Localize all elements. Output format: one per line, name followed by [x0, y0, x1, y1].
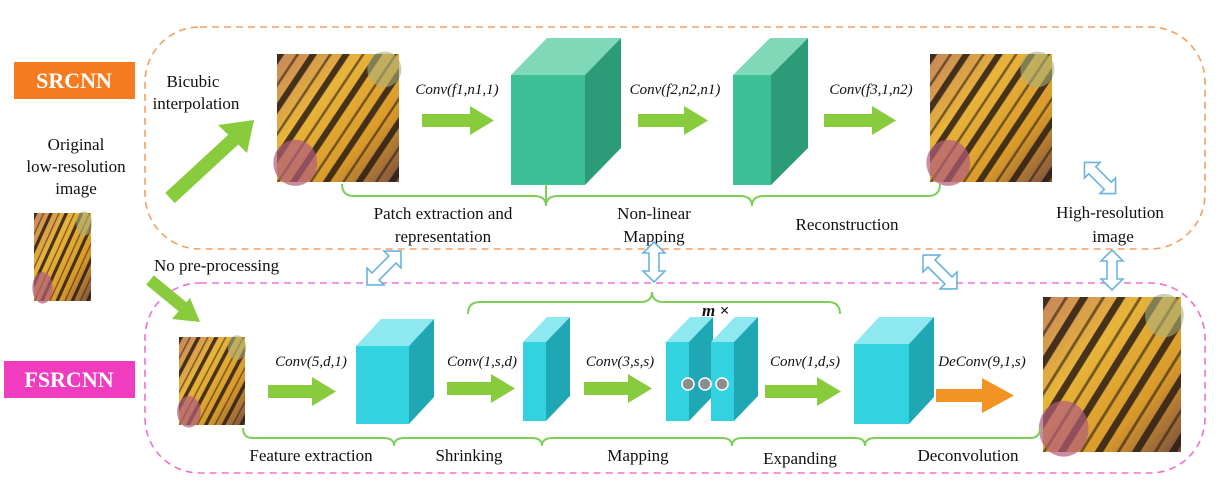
fsrcnn-tag-label: FSRCNN — [24, 367, 113, 392]
bicubic-label-2: interpolation — [153, 94, 240, 113]
fsrcnn-op-2: Conv(1,s,d) — [447, 354, 517, 370]
fsrcnn-block-expand — [854, 317, 934, 424]
mapping-ellipsis-dots — [681, 377, 729, 391]
high-resolution-label-2: image — [1092, 227, 1134, 246]
correspondence-arrow-patch — [366, 250, 402, 286]
high-resolution-label-1: High-resolution — [1056, 203, 1164, 222]
srcnn-arrow-3 — [824, 106, 896, 135]
srcnn-arrow-2 — [638, 106, 708, 135]
srcnn-output-image — [926, 51, 1055, 186]
fsrcnn-arrow-4 — [765, 377, 841, 406]
fsrcnn-container — [144, 282, 1206, 474]
fsrcnn-block-shrink — [523, 317, 570, 421]
fsrcnn-arrow-5 — [936, 378, 1014, 413]
patch-extraction-label-2: representation — [395, 227, 492, 246]
srcnn-block-2 — [733, 38, 808, 185]
patch-extraction-label-1: Patch extraction and — [374, 204, 513, 223]
fsrcnn-op-1: Conv(5,d,1) — [275, 354, 347, 370]
correspondence-arrow-recon — [922, 254, 958, 290]
fsrcnn-tag — [4, 361, 135, 398]
nonlinear-label-2: Mapping — [623, 227, 685, 246]
srcnn-container — [144, 26, 1206, 250]
fsrcnn-output-image — [1038, 293, 1184, 457]
bicubic-label-1: Bicubic — [167, 72, 220, 91]
srcnn-input-image — [273, 51, 402, 186]
fsrcnn-op-4: Conv(1,d,s) — [770, 354, 840, 370]
original-label-2: low-resolution — [26, 157, 126, 176]
fsrcnn-block-feature — [356, 319, 434, 424]
srcnn-arrow-1 — [422, 106, 494, 135]
fsrcnn-arrow-2 — [447, 374, 515, 403]
no-preprocessing-arrow — [146, 275, 200, 322]
srcnn-op-2: Conv(f2,n2,n1) — [630, 82, 721, 98]
feature-extraction-label: Feature extraction — [249, 446, 373, 465]
srcnn-block-1 — [511, 38, 621, 185]
original-lr-image — [32, 211, 93, 304]
original-label-1: Original — [48, 135, 105, 154]
fsrcnn-op-3: Conv(3,s,s) — [586, 354, 654, 370]
srcnn-op-3: Conv(f3,1,n2) — [829, 82, 912, 98]
reconstruction-label: Reconstruction — [796, 215, 899, 234]
correspondence-arrow-mapping — [641, 240, 667, 284]
srcnn-op-1: Conv(f1,n1,1) — [415, 82, 498, 98]
bicubic-arrow — [165, 120, 254, 204]
correspondence-arrow-hr-bottom — [1099, 248, 1125, 292]
fsrcnn-block-map-2 — [711, 317, 758, 421]
deconvolution-label: Deconvolution — [917, 446, 1019, 465]
m-times-label: m × — [702, 301, 729, 320]
fsrcnn-op-5: DeConv(9,1,s) — [937, 354, 1025, 370]
shrinking-label: Shrinking — [435, 446, 503, 465]
mapping-repeat-brace — [467, 291, 841, 315]
fsrcnn-input-image — [177, 335, 247, 428]
fsrcnn-arrow-1 — [268, 377, 336, 406]
original-label-3: image — [55, 179, 97, 198]
correspondence-arrow-hr-top — [1083, 161, 1117, 195]
mapping-label: Mapping — [607, 446, 669, 465]
fsrcnn-arrow-3 — [584, 374, 652, 403]
fsrcnn-braces — [242, 427, 1041, 447]
fsrcnn-block-map-1 — [666, 317, 713, 421]
srcnn-tag — [14, 62, 135, 99]
expanding-label: Expanding — [763, 449, 837, 468]
srcnn-tag-label: SRCNN — [36, 68, 112, 93]
nonlinear-label-1: Non-linear — [617, 204, 691, 223]
no-preprocessing-label: No pre-processing — [154, 256, 280, 275]
srcnn-braces — [341, 183, 941, 207]
